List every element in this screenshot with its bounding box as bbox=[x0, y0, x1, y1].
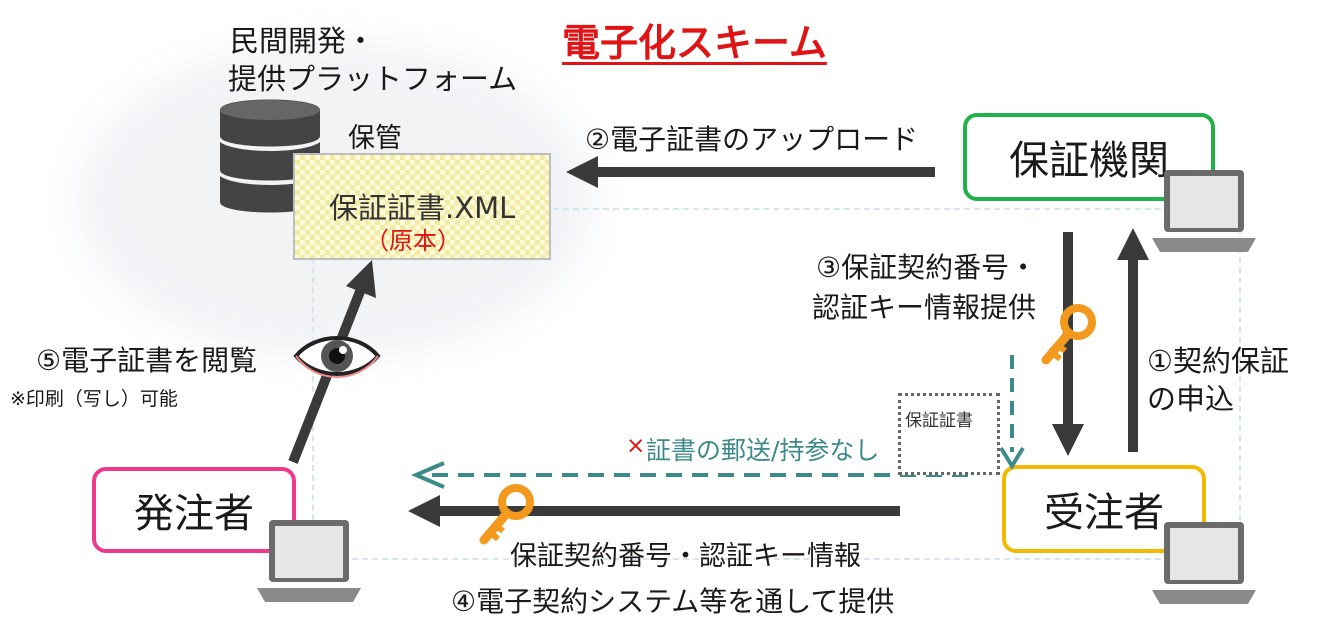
step2-label: ②電子証書のアップロード bbox=[585, 123, 919, 156]
step3-label-line2: 認証キー情報提供 bbox=[812, 291, 1037, 324]
eye-icon bbox=[293, 336, 381, 378]
step3-label-line1: ③保証契約番号・ bbox=[816, 251, 1038, 284]
paper-certificate-icon: 保証証書 bbox=[898, 393, 1000, 475]
step4-label-line1: 保証契約番号・認証キー情報 bbox=[510, 541, 861, 572]
step1-label-line2: の申込 bbox=[1147, 382, 1235, 416]
certificate-filename: 保証証書.XML bbox=[329, 191, 516, 225]
step5-label: ⑤電子証書を閲覧 bbox=[36, 344, 258, 377]
network-dashed-outline bbox=[312, 208, 1241, 560]
orderer-node: 発注者 bbox=[92, 467, 296, 553]
platform-label-line2: 提供プラットフォーム bbox=[228, 62, 518, 96]
key-icon bbox=[1041, 304, 1096, 365]
laptop-icon bbox=[1152, 522, 1256, 604]
no-mail-label: 証書の郵送/持参なし bbox=[646, 436, 880, 465]
xml-certificate-document: 保証証書.XML （原本） bbox=[293, 153, 551, 260]
key-icon bbox=[479, 484, 534, 545]
step1-label-line1: ①契約保証 bbox=[1147, 344, 1289, 378]
certificate-original-label: （原本） bbox=[365, 227, 461, 255]
page-title: 電子化スキーム bbox=[562, 21, 827, 65]
paper-certificate-label: 保証証書 bbox=[905, 411, 973, 431]
orderer-label: 発注者 bbox=[134, 491, 254, 537]
storage-label: 保管 bbox=[348, 123, 402, 154]
platform-label-line1: 民間開発・ bbox=[230, 24, 376, 58]
laptop-icon bbox=[257, 520, 361, 602]
step4-label-line2: ④電子契約システム等を通して提供 bbox=[451, 585, 895, 618]
step5-note: ※印刷（写し）可能 bbox=[10, 388, 178, 410]
guarantor-label: 保証機関 bbox=[1009, 138, 1169, 184]
contractor-label: 受注者 bbox=[1044, 490, 1164, 536]
no-mail-mark: × bbox=[626, 433, 646, 459]
laptop-icon bbox=[1152, 170, 1256, 252]
